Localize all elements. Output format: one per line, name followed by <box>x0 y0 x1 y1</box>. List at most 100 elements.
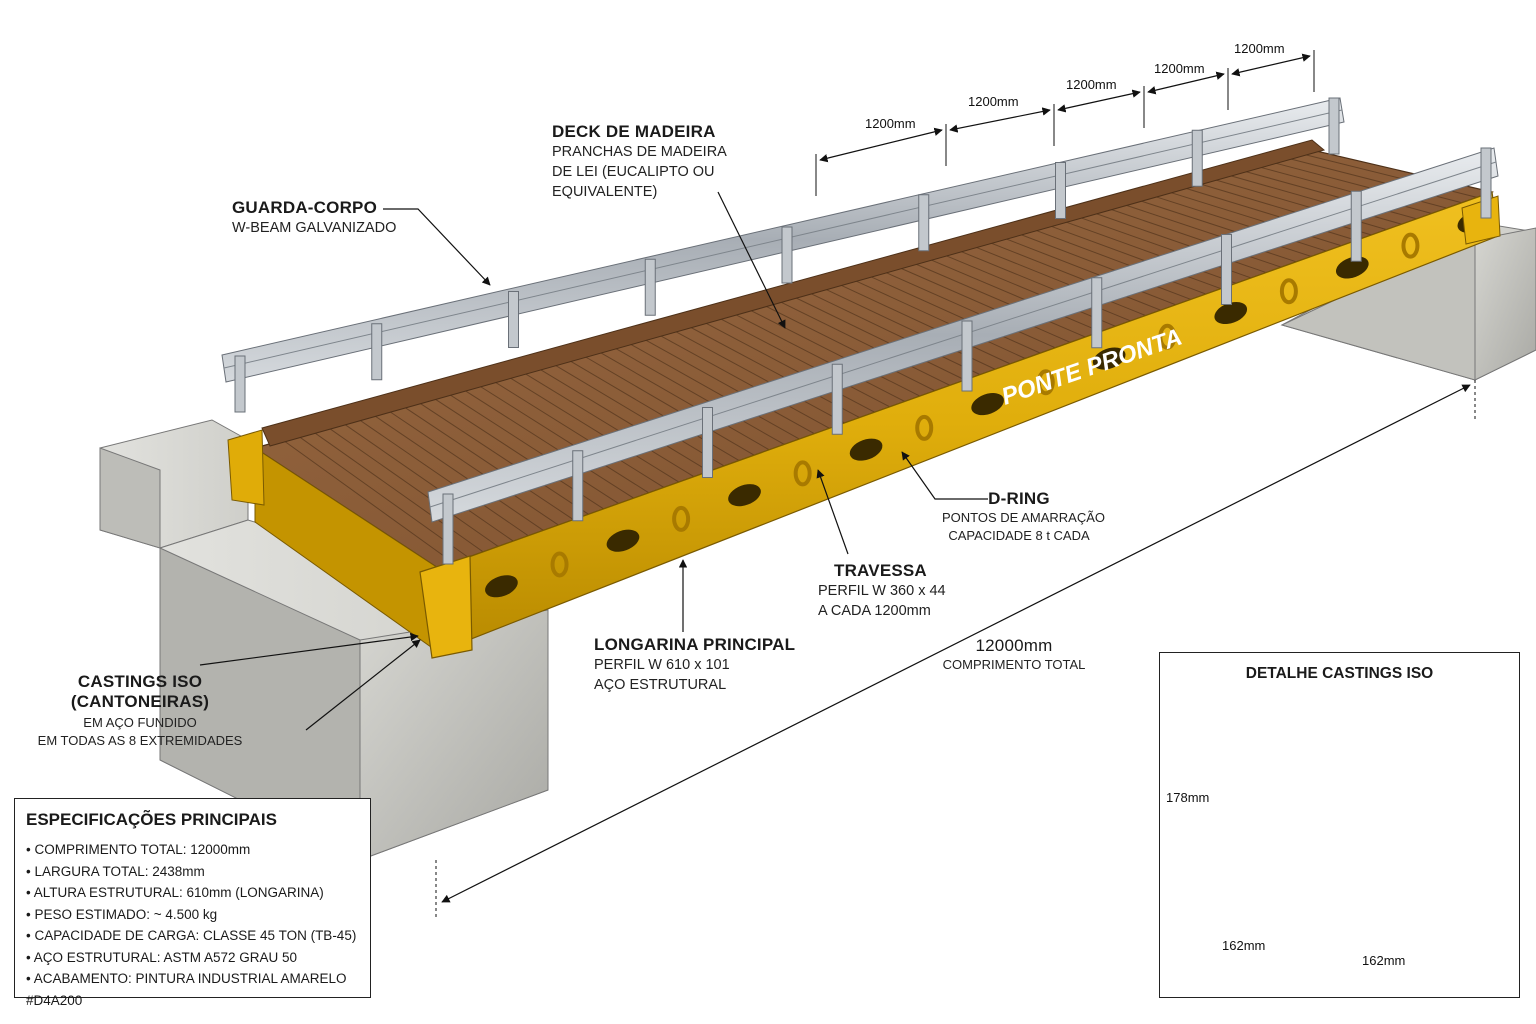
deck-plank <box>1121 203 1297 263</box>
deck-plank <box>789 294 966 381</box>
spec-item: COMPRIMENTO TOTAL: 12000mm <box>26 839 370 861</box>
guarda-sub: W-BEAM GALVANIZADO <box>232 220 397 236</box>
longarina-title: LONGARINA PRINCIPAL <box>594 635 796 654</box>
deck-plank <box>744 306 921 397</box>
deck-plank <box>835 282 1011 365</box>
deck-plank <box>276 435 454 564</box>
detail-height-label: 178mm <box>1166 790 1210 805</box>
deck-plank <box>1091 211 1267 274</box>
rail-post <box>1328 97 1340 155</box>
detail-width-left-label: 162mm <box>1222 938 1266 953</box>
girder-hole <box>1335 256 1369 279</box>
deck-plank <box>804 290 981 376</box>
deck-plank <box>1106 207 1282 268</box>
castings-line-1: EM AÇO FUNDIDO <box>83 715 197 730</box>
span-dimensions <box>815 50 1315 196</box>
leader-lines <box>199 191 988 731</box>
spec-item: AÇO ESTRUTURAL: ASTM A572 GRAU 50 <box>26 947 370 969</box>
longarina-label: LONGARINA PRINCIPAL PERFIL W 610 x 101 A… <box>594 635 795 695</box>
girder-hole <box>1214 301 1248 325</box>
travessa-label: TRAVESSA PERFIL W 360 x 44 A CADA 1200mm <box>818 561 946 621</box>
castings-label: CASTINGS ISO (CANTONEIRAS) EM AÇO FUNDID… <box>22 672 258 750</box>
deck-plank <box>1061 219 1237 284</box>
rail-post <box>234 355 246 413</box>
deck-label: DECK DE MADEIRA PRANCHAS DE MADEIRA DE L… <box>552 122 727 202</box>
rail-post <box>572 450 584 522</box>
span-label-4: 1200mm <box>1154 61 1205 76</box>
deck-plank <box>985 240 1161 311</box>
deck-line-2: DE LEI (EUCALIPTO OU <box>552 164 715 180</box>
spec-item: ALTURA ESTRUTURAL: 610mm (LONGARINA) <box>26 882 370 904</box>
detail-width-right-label: 162mm <box>1362 953 1406 968</box>
rail-post <box>781 226 793 284</box>
span-dimension-line <box>1231 53 1311 77</box>
castings-title-1: CASTINGS ISO <box>77 672 203 691</box>
deck-line-1: PRANCHAS DE MADEIRA <box>552 144 727 160</box>
guarda-label: GUARDA-CORPO W-BEAM GALVANIZADO <box>232 198 396 238</box>
span-label-2: 1200mm <box>968 94 1019 109</box>
specs-list: COMPRIMENTO TOTAL: 12000mm LARGURA TOTAL… <box>26 839 370 1011</box>
rail-post <box>1221 234 1232 305</box>
span-label-3: 1200mm <box>1066 77 1117 92</box>
deck-plank <box>759 302 936 392</box>
right-abutment <box>1280 221 1536 381</box>
dring-line-2: CAPACIDADE 8 t CADA <box>948 528 1090 543</box>
spec-item: PESO ESTIMADO: ~ 4.500 kg <box>26 904 370 926</box>
deck-plank <box>1151 195 1327 252</box>
travessa-line-1: PERFIL W 360 x 44 <box>818 583 946 599</box>
detail-title: DETALHE CASTINGS ISO <box>1245 665 1434 682</box>
rail-post <box>442 493 454 565</box>
span-dimension-line <box>949 107 1051 133</box>
rail-post <box>831 363 843 435</box>
rail-post <box>961 320 973 392</box>
span-label-1: 1200mm <box>865 116 916 131</box>
guarda-title: GUARDA-CORPO <box>232 198 378 217</box>
dring-label: D-RING PONTOS DE AMARRAÇÃO CAPACIDADE 8 … <box>942 489 1106 545</box>
deck-line-3: EQUIVALENTE) <box>552 184 658 200</box>
guard-rail-back <box>221 97 1345 413</box>
longarina-line-1: PERFIL W 610 x 101 <box>594 657 730 673</box>
deck-plank <box>1046 224 1222 290</box>
deck-plank <box>925 257 1101 333</box>
deck-plank <box>774 298 951 386</box>
deck-plank <box>291 431 469 558</box>
rail-post <box>1480 147 1492 219</box>
span-dimension-line <box>819 127 943 163</box>
deck-plank <box>1016 232 1192 300</box>
deck-plank <box>910 261 1086 338</box>
dring-line-1: PONTOS DE AMARRAÇÃO <box>942 510 1106 525</box>
longarina-line-2: AÇO ESTRUTURAL <box>594 677 727 693</box>
rail-post <box>1350 190 1362 262</box>
spec-item: CAPACIDADE DE CARGA: CLASSE 45 TON (TB-4… <box>26 925 370 947</box>
span-label-5: 1200mm <box>1234 41 1285 56</box>
rail-post <box>1191 129 1203 187</box>
d-ring-icon <box>1158 323 1177 350</box>
specs-title: ESPECIFICAÇÕES PRINCIPAIS <box>26 810 277 829</box>
deck-plank <box>940 253 1116 327</box>
specs-panel: ESPECIFICAÇÕES PRINCIPAIS COMPRIMENTO TO… <box>14 798 371 1008</box>
detail-panel: DETALHE CASTINGS ISO <box>1159 652 1520 998</box>
total-length-label: 12000mm COMPRIMENTO TOTAL <box>934 636 1094 674</box>
castings-line-2: EM TODAS AS 8 EXTREMIDADES <box>37 733 243 748</box>
total-length-sub: COMPRIMENTO TOTAL <box>942 657 1086 672</box>
span-dimension-line <box>1147 71 1225 95</box>
deck-plank <box>865 273 1041 354</box>
rail-post <box>371 323 383 381</box>
rail-post <box>1091 277 1103 349</box>
rail-post <box>644 258 656 316</box>
rail-post <box>918 194 930 252</box>
deck-plank <box>1001 236 1176 306</box>
rail-post <box>702 407 713 478</box>
castings-title-2: (CANTONEIRAS) <box>70 692 210 711</box>
deck-plank <box>895 265 1071 343</box>
spec-item: ACABAMENTO: PINTURA INDUSTRIAL AMARELO #… <box>26 968 370 1011</box>
span-dimension-line <box>1057 89 1141 113</box>
deck-plank <box>880 269 1056 349</box>
deck-plank <box>850 277 1026 359</box>
travessa-line-2: A CADA 1200mm <box>818 603 931 619</box>
deck-plank <box>970 244 1146 317</box>
girder-hole <box>1092 347 1126 370</box>
deck-title: DECK DE MADEIRA <box>552 122 716 141</box>
total-length-dimension <box>435 380 1476 920</box>
rail-post <box>508 291 519 348</box>
